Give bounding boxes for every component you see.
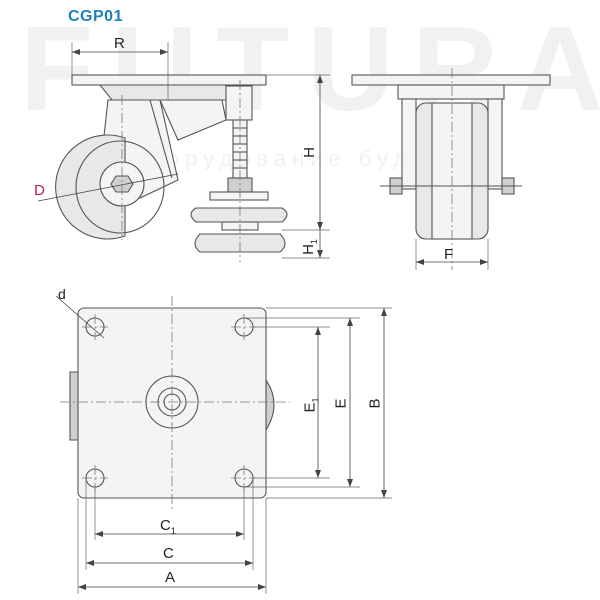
dim-label-a: A xyxy=(165,569,176,586)
fork-leg-right xyxy=(487,98,503,190)
dim-label-h1: H1 xyxy=(299,239,319,255)
wheel xyxy=(55,134,126,240)
side-view xyxy=(37,42,330,262)
model-title: CGP01 xyxy=(68,8,123,25)
axle-nut xyxy=(110,175,134,193)
fork-leg-left xyxy=(401,98,417,190)
dim-label-f: F xyxy=(444,246,454,263)
top-plate xyxy=(71,74,267,86)
dim-label-wheel-diameter: D xyxy=(34,182,45,199)
dim-label-e: E xyxy=(332,398,350,409)
dim-label-e1: E1 xyxy=(301,397,321,413)
dim-label-b: B xyxy=(366,398,384,409)
swivel-ring xyxy=(98,84,230,101)
leveler-arm xyxy=(159,99,227,141)
dim-label-hole-diameter: d xyxy=(58,286,66,302)
dim-label-h: H xyxy=(300,147,318,158)
leveler-housing xyxy=(225,85,253,121)
front-view xyxy=(351,68,551,270)
dim-label-r: R xyxy=(114,35,125,52)
wheel-edge-left xyxy=(69,371,79,441)
front-top-plate xyxy=(351,74,551,86)
dim-label-c1: C1 xyxy=(160,517,176,536)
leveler-washer xyxy=(209,191,269,201)
dim-label-c: C xyxy=(163,545,174,562)
top-view xyxy=(55,295,392,594)
leveler-pad xyxy=(190,207,288,223)
wheel-edge-right xyxy=(265,378,275,432)
